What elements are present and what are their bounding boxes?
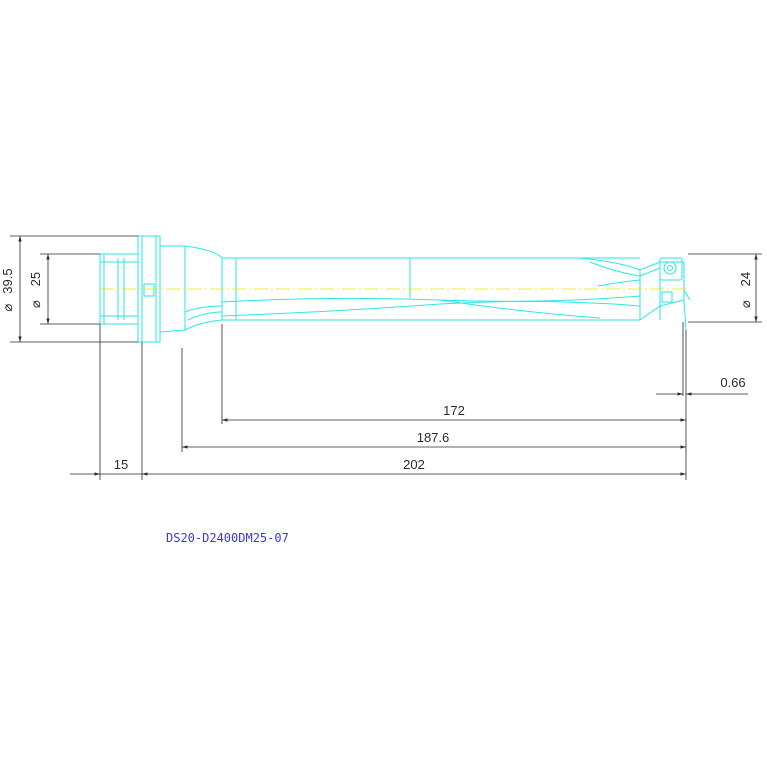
length-dimensions	[70, 322, 748, 480]
body-length-label: 187.6	[417, 430, 450, 445]
right-dimensions	[688, 253, 762, 323]
tool-outline	[99, 235, 691, 343]
flute-length-label: 172	[443, 403, 465, 418]
flange-dia-label: ⌀39.5	[0, 268, 15, 311]
shank-length-label: 15	[114, 457, 128, 472]
left-dimensions	[10, 235, 138, 343]
cut-dia-label: ⌀24	[738, 272, 753, 308]
tip-offset-label: 0.66	[720, 375, 745, 390]
part-code: DS20-D2400DM25-07	[166, 531, 289, 545]
shank-dia-label: ⌀25	[28, 272, 43, 308]
overall-length-label: 202	[403, 457, 425, 472]
